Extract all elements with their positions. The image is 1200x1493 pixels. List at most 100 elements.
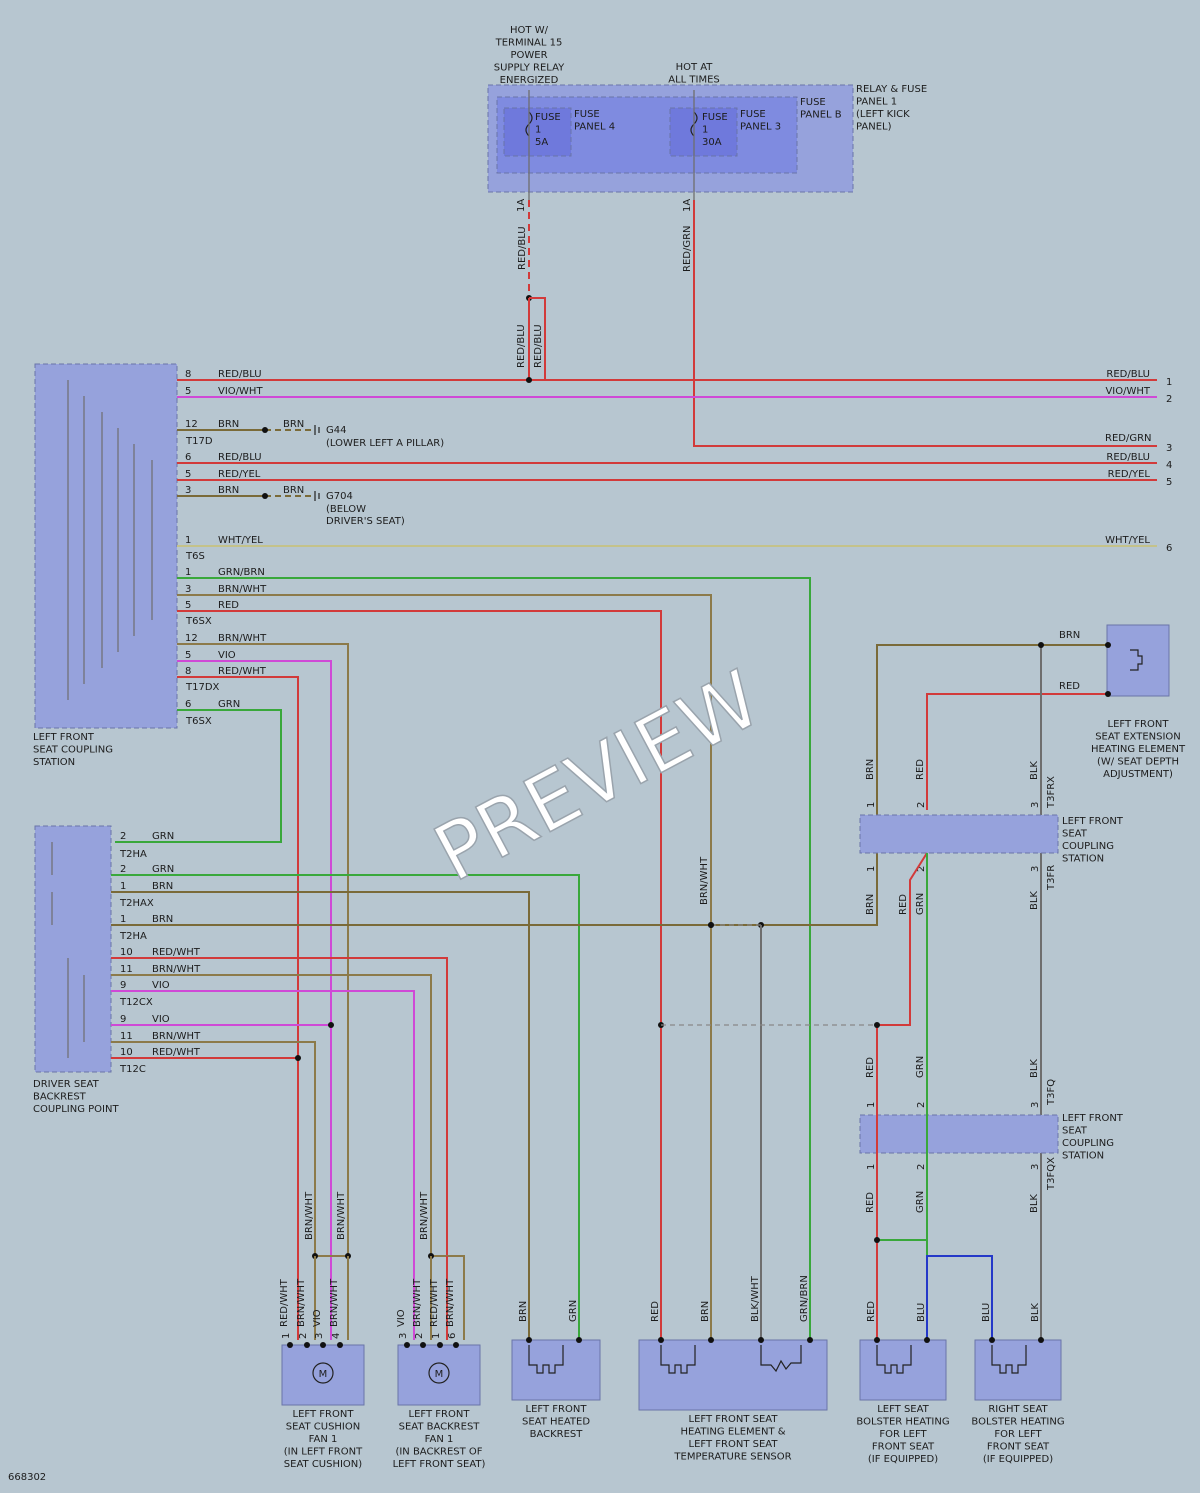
label-left: RED/BLU <box>218 369 262 380</box>
hot-terminal15-label: HOT W/ <box>510 25 549 36</box>
component-label: FOR LEFT <box>994 1429 1042 1440</box>
station-upper-label: STATION <box>1062 854 1104 865</box>
conn-t3fq: T3FQ <box>1046 1079 1057 1106</box>
component-pin-color: RED/WHT <box>429 1278 440 1327</box>
component-label: (IF EQUIPPED) <box>868 1454 938 1465</box>
station-lower-label: STATION <box>1062 1151 1104 1162</box>
left-station-label: STATION <box>33 757 75 768</box>
backrest-connector-label: T12CX <box>119 997 153 1008</box>
label-left: RED/WHT <box>218 666 267 677</box>
component-pin-number: 3 <box>314 1333 325 1339</box>
backrest-connector-label: T2HA <box>119 931 147 942</box>
component-pin-color: GRN/BRN <box>799 1275 810 1322</box>
station-upper-label: SEAT <box>1062 829 1088 840</box>
label-red-blu-a: RED/BLU <box>516 324 527 368</box>
backrest-connector-label: T2HA <box>119 849 147 860</box>
label-left: RED/YEL <box>218 469 261 480</box>
component-label: LEFT FRONT SEAT <box>689 1439 779 1450</box>
label-right-red-yel: RED/YEL <box>1108 469 1151 480</box>
station-pin: 3 <box>1030 1102 1041 1108</box>
pin-left: 12 <box>185 633 198 644</box>
component-pin <box>758 1337 764 1343</box>
driver-seat-backrest-coupling <box>34 825 112 1073</box>
component-pin <box>337 1342 343 1348</box>
wire-bk-pin6 <box>431 1255 465 1340</box>
pin-left: 12 <box>185 419 198 430</box>
component-pin-color: RED <box>866 1301 877 1322</box>
component-label: LEFT FRONT <box>526 1404 588 1415</box>
station-lower-label: COUPLING <box>1062 1138 1114 1149</box>
component-pin <box>576 1337 582 1343</box>
station-lower-label: LEFT FRONT <box>1062 1113 1124 1124</box>
label-right-vio-wht: VIO/WHT <box>1105 386 1150 397</box>
splice-grn <box>874 1237 880 1243</box>
backrest-connector-label: T12C <box>119 1064 146 1075</box>
pin-left: 8 <box>185 369 191 380</box>
label-left: GRN <box>218 699 240 710</box>
pin-left: 6 <box>185 699 191 710</box>
component-label: TEMPERATURE SENSOR <box>673 1452 791 1463</box>
label-right-wht-yel: WHT/YEL <box>1105 535 1150 546</box>
component-pin-color: BRN/WHT <box>329 1278 340 1327</box>
splice-ground <box>262 427 268 433</box>
splice-1 <box>526 377 532 383</box>
terminal-3: 3 <box>1166 443 1172 454</box>
fuse2-label: FUSE <box>702 112 728 123</box>
component-label: (IN BACKREST OF <box>395 1447 482 1458</box>
label-red-blu-b: RED/BLU <box>533 324 544 368</box>
hot-terminal15-label: POWER <box>510 50 547 61</box>
station-pin: 1 <box>866 866 877 872</box>
splice-ground <box>262 493 268 499</box>
pin-left: 5 <box>185 600 191 611</box>
wire-brn-wht-cush <box>111 1041 316 1256</box>
pin-left: 5 <box>185 650 191 661</box>
preview-watermark: PREVIEW <box>421 654 775 899</box>
label-ground-wire: BRN <box>283 419 304 430</box>
ground-symbol <box>314 425 320 435</box>
pin-left: 5 <box>185 386 191 397</box>
fuse1-label: FUSE <box>535 112 561 123</box>
left-seat-coupling-station <box>34 363 178 729</box>
label-mid-brnwht: BRN/WHT <box>304 1191 315 1240</box>
component-pin-number: 3 <box>398 1333 409 1339</box>
ext-heater-label: SEAT EXTENSION <box>1095 732 1181 743</box>
backrest-pin: 10 <box>120 1047 133 1058</box>
ground-desc: DRIVER'S SEAT) <box>326 516 405 527</box>
motor-icon <box>312 1362 334 1384</box>
station-upper-label: COUPLING <box>1062 841 1114 852</box>
heater-icon <box>528 1345 564 1374</box>
component-pin <box>304 1342 310 1348</box>
label-ground-wire: BRN <box>283 485 304 496</box>
motor-icon: M <box>319 1369 328 1380</box>
station-pin: 3 <box>1030 1164 1041 1170</box>
backrest-pin: 11 <box>120 964 133 975</box>
backrest-wire-label: GRN <box>152 831 174 842</box>
backrest-wire-label: RED/WHT <box>152 947 201 958</box>
wire-red-wht-cush <box>111 1057 299 1340</box>
backrest-wire-label: BRN <box>152 881 173 892</box>
component-pin-color: VIO <box>312 1309 323 1327</box>
component-pin-color: BRN <box>518 1301 529 1322</box>
splice-2 <box>708 922 714 928</box>
backrest-pin: 2 <box>120 864 126 875</box>
component-label: SEAT CUSHION) <box>284 1459 362 1470</box>
motor-icon: M <box>435 1369 444 1380</box>
terminal-5: 5 <box>1166 477 1172 488</box>
connector-label: T17D <box>185 436 213 447</box>
label-right-red-blu: RED/BLU <box>1106 452 1150 463</box>
component-label: HEATING ELEMENT & <box>680 1427 785 1438</box>
terminal-2: 2 <box>1166 394 1172 405</box>
pin-left: 1 <box>185 535 191 546</box>
connector-label: T6S <box>185 551 205 562</box>
component-pin-color: BRN/WHT <box>412 1278 423 1327</box>
wire-red-blu-b <box>529 297 546 380</box>
component-pin-color: GRN <box>568 1300 579 1322</box>
fuse1-label: 5A <box>535 137 548 148</box>
backrest-pin: 2 <box>120 831 126 842</box>
sensor-icon <box>760 1345 802 1373</box>
label-left: BRN <box>218 419 239 430</box>
wire-red-grn-supply <box>693 200 1157 447</box>
backrest-wire-label: BRN <box>152 914 173 925</box>
label-right-red-blu: RED/BLU <box>1106 369 1150 380</box>
